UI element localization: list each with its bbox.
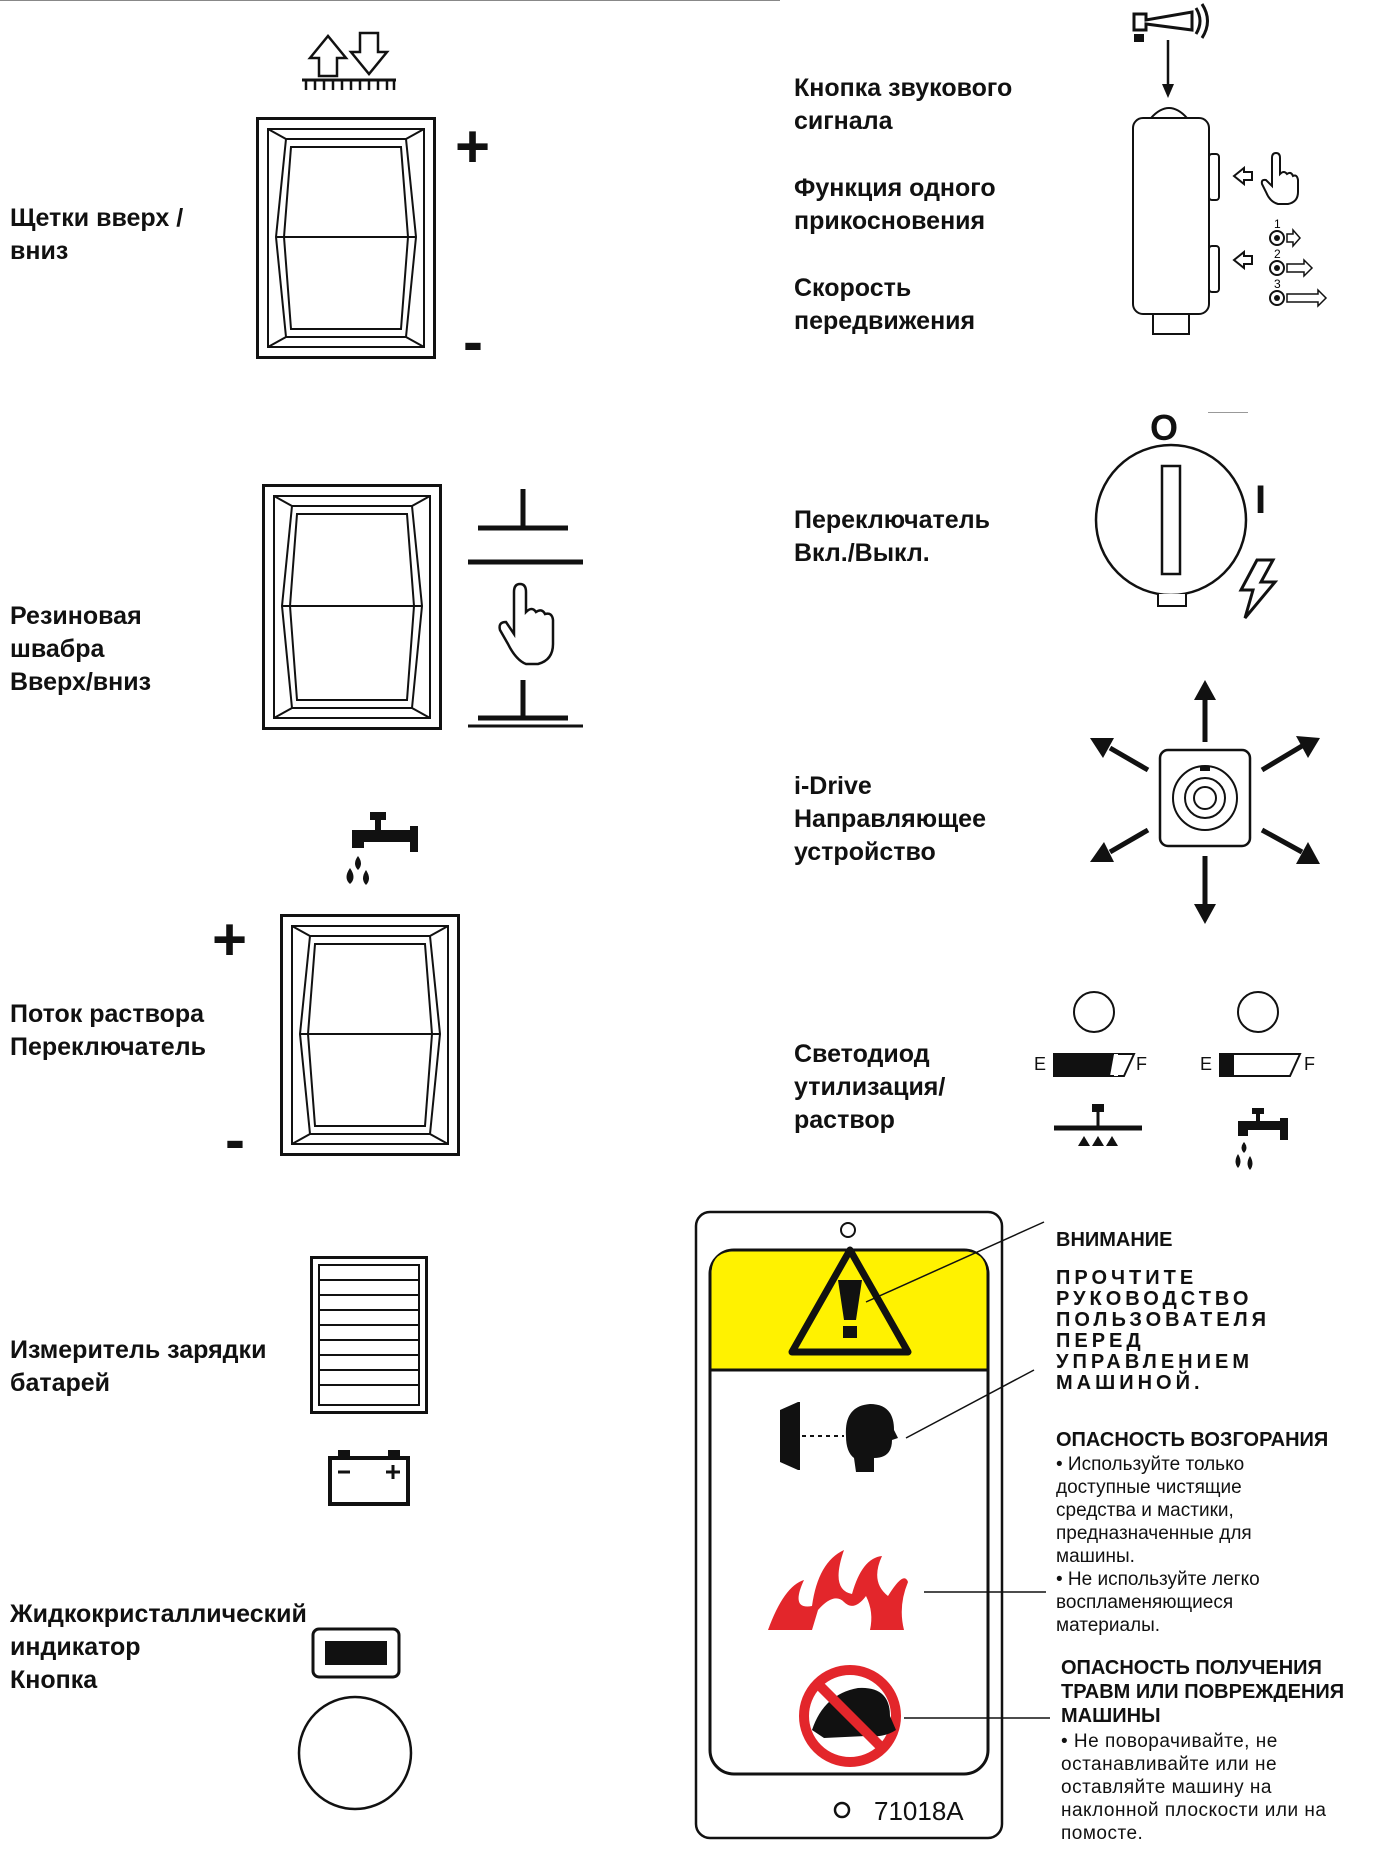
solution-rocker-switch[interactable] — [280, 914, 460, 1156]
brush-minus-sign: - — [463, 308, 483, 375]
recovery-gauge-f: F — [1136, 1054, 1147, 1074]
solution-gauge-e: E — [1200, 1054, 1213, 1074]
lcd-label: Жидкокристаллический индикатор Кнопка — [10, 1600, 307, 1694]
key-off-mark: O — [1150, 407, 1179, 448]
lcd-round-button[interactable] — [296, 1694, 414, 1812]
drive-handle[interactable] — [1125, 98, 1220, 338]
horn-label: Кнопка звукового сигнала — [794, 74, 1013, 135]
solution-tap-icon — [1235, 1108, 1288, 1170]
brush-rocker-switch[interactable] — [256, 117, 436, 359]
key-on-mark: I — [1255, 478, 1267, 522]
solution-plus-sign: + — [212, 906, 248, 973]
idrive-label: i-Drive Направляющее устройство — [794, 772, 986, 866]
led-label: Светодиод утилизация/ раствор — [794, 1040, 946, 1134]
battery-icon — [328, 1450, 410, 1506]
recovery-squeegee-icon — [1054, 1104, 1142, 1146]
brush-updown-icon — [302, 31, 396, 90]
lcd-display — [311, 1627, 401, 1679]
fire-hazard-title: ОПАСНОСТЬ ВОЗГОРАНИЯ — [1056, 1429, 1329, 1451]
solution-gauge — [1219, 1053, 1302, 1077]
injury-hazard-text: • Не поворачивайте, не останавливайте ил… — [1061, 1731, 1327, 1844]
fire-hazard-text: • Используйте только доступные чистящие … — [1056, 1454, 1260, 1636]
injury-hazard-title: ОПАСНОСТЬ ПОЛУЧЕНИЯ ТРАВМ ИЛИ ПОВРЕЖДЕНИ… — [1061, 1657, 1345, 1727]
speed-level-3: 3 — [1274, 277, 1281, 291]
key-decor-line — [1208, 412, 1248, 413]
solution-minus-sign: - — [225, 1106, 245, 1173]
decal-part-number: 71018A — [874, 1796, 964, 1826]
read-manual-text: ПРОЧТИТЕ РУКОВОДСТВО ПОЛЬЗОВАТЕЛЯ ПЕРЕД … — [1056, 1267, 1271, 1394]
squeegee-symbols-icon — [468, 489, 583, 728]
squeegee-rocker-switch[interactable] — [262, 484, 442, 730]
recovery-led — [1073, 991, 1115, 1033]
battery-meter — [310, 1256, 428, 1414]
squeegee-label: Резиновая швабра Вверх/вниз — [10, 602, 152, 696]
speed-label: Скорость передвижения — [794, 274, 976, 335]
water-tap-icon — [346, 812, 418, 885]
top-rule — [0, 0, 780, 1]
speed-level-2: 2 — [1274, 247, 1281, 261]
warning-decal — [694, 1210, 1050, 1840]
lightning-icon — [1238, 558, 1279, 619]
brush-plus-sign: + — [455, 113, 491, 180]
horn-icon — [1132, 3, 1209, 98]
warning-title: ВНИМАНИЕ — [1056, 1229, 1173, 1251]
recovery-gauge — [1053, 1053, 1136, 1077]
one-touch-hand-icon — [1232, 151, 1299, 205]
onetouch-label: Функция одного прикосновения — [794, 174, 996, 235]
key-switch[interactable] — [1088, 440, 1263, 615]
solution-label: Поток раствора Переключатель — [10, 1000, 206, 1061]
speed-selector-icon: 1 2 3 — [1232, 217, 1328, 308]
battery-label: Измеритель зарядки батарей — [10, 1336, 267, 1397]
solution-gauge-f: F — [1304, 1054, 1315, 1074]
brushes-label: Щетки вверх / вниз — [10, 204, 184, 265]
solution-led — [1237, 991, 1279, 1033]
key-switch-label: Переключатель Вкл./Выкл. — [794, 506, 990, 567]
speed-level-1: 1 — [1274, 217, 1281, 231]
recovery-gauge-e: E — [1034, 1054, 1047, 1074]
idrive-joystick[interactable] — [1090, 680, 1322, 928]
